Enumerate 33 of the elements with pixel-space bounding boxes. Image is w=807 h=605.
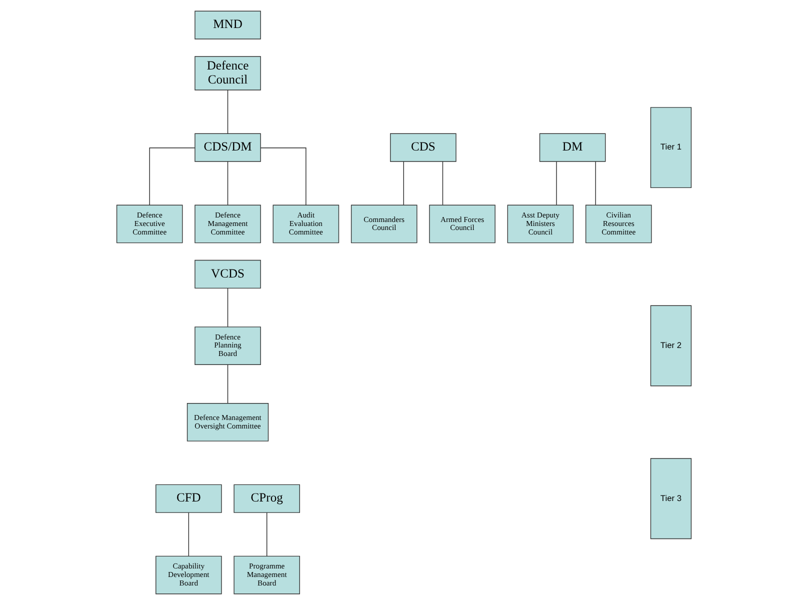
node-box: Programme Management Board <box>233 556 300 594</box>
connector <box>226 90 228 134</box>
node-box: Defence Council <box>194 56 260 90</box>
connector <box>226 364 228 404</box>
node-box: Tier 3 <box>650 458 692 540</box>
node-box: CDS/DM <box>194 133 260 162</box>
node-box: DM <box>538 133 606 162</box>
node-box: Civilian Resources Committee <box>584 204 652 244</box>
node-box: Defence Management Oversight Committee <box>186 403 268 442</box>
node-box: Asst Deputy Ministers Council <box>506 204 574 244</box>
connector <box>226 161 228 206</box>
node-box: Commanders Council <box>350 204 417 244</box>
node-box: Tier 1 <box>650 107 692 188</box>
node-box: Capability Development Board <box>155 556 222 594</box>
connector <box>402 161 404 206</box>
node-box: CProg <box>233 484 300 513</box>
node-box: Audit Evaluation Committee <box>272 204 339 244</box>
node-box: Defence Management Committee <box>194 204 260 244</box>
connector <box>266 512 267 556</box>
node-box: VCDS <box>194 260 260 289</box>
connector <box>594 161 596 206</box>
connector <box>188 512 189 556</box>
connector <box>148 148 195 206</box>
node-box: Defence Planning Board <box>194 326 260 365</box>
connector <box>260 148 306 206</box>
node-box: CDS <box>390 133 456 162</box>
node-box: CFD <box>155 484 222 513</box>
connector <box>226 288 228 328</box>
node-box: Tier 2 <box>650 305 692 386</box>
node-box: MND <box>194 10 260 40</box>
connector <box>442 161 443 206</box>
node-box: Defence Executive Committee <box>116 204 182 244</box>
node-box: Armed Forces Council <box>428 204 495 244</box>
